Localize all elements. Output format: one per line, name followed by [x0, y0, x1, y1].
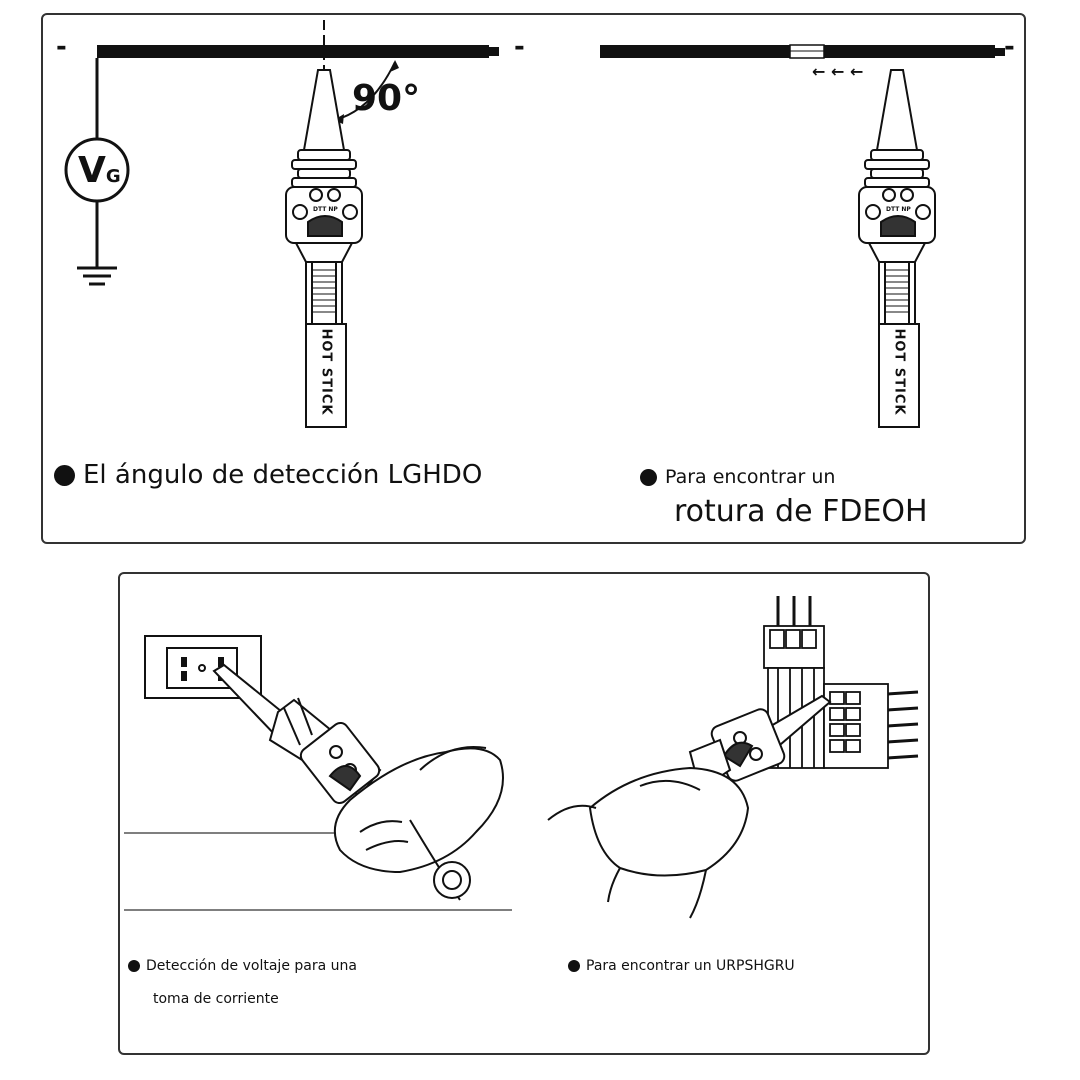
detector-probe-left	[285, 69, 363, 428]
caption-detection-angle: El ángulo de detección LGHDO	[54, 460, 482, 490]
detector-probe-right	[858, 69, 936, 428]
cable-left	[97, 45, 499, 58]
voltmeter-v: V	[78, 150, 106, 191]
bullet-icon	[568, 960, 580, 972]
angle-label: 90°	[352, 78, 421, 119]
minus-sign-left: -	[56, 32, 67, 62]
voltmeter-label: VG	[78, 150, 121, 191]
caption-break-line2: rotura de FDEOH	[674, 494, 928, 529]
caption-detection-angle-text: El ángulo de detección LGHDO	[83, 460, 483, 490]
direction-arrows: ← ← ←	[812, 62, 864, 81]
device-label-right: DTT NP	[886, 206, 911, 213]
caption-breaker-text: Para encontrar un URPSHGRU	[586, 958, 795, 974]
detector-outlet	[212, 663, 382, 805]
device-label-left: DTT NP	[313, 206, 338, 213]
voltmeter-subscript: G	[105, 166, 121, 187]
top-panel	[41, 13, 1026, 544]
bullet-icon	[54, 465, 75, 486]
stick-label-right: HOT STICK	[891, 328, 907, 416]
caption-break-line1-text: Para encontrar un	[665, 466, 836, 488]
terminal-wires-top	[776, 596, 812, 630]
floor-lines	[124, 832, 512, 911]
caption-breaker: Para encontrar un URPSHGRU	[568, 958, 795, 974]
glove-right	[547, 766, 750, 919]
caption-outlet-line2: toma de corriente	[153, 991, 279, 1007]
bullet-icon	[640, 469, 657, 486]
cable-right	[600, 44, 1005, 59]
ground-circuit	[64, 58, 130, 286]
caption-break-line1: Para encontrar un	[640, 466, 835, 488]
detector-ribs-right	[886, 269, 908, 313]
caption-outlet-line1-text: Detección de voltaje para una	[146, 958, 357, 974]
minus-sign-middle: -	[514, 32, 525, 62]
bullet-icon	[128, 960, 140, 972]
stick-label-left: HOT STICK	[318, 328, 334, 416]
bottom-panel	[118, 572, 930, 1055]
minus-sign-right: -	[1004, 32, 1015, 62]
detector-ribs-left	[313, 269, 335, 313]
caption-outlet-line1: Detección de voltaje para una	[128, 958, 357, 974]
glove-left	[333, 746, 504, 901]
terminal-wires-right	[887, 690, 919, 760]
